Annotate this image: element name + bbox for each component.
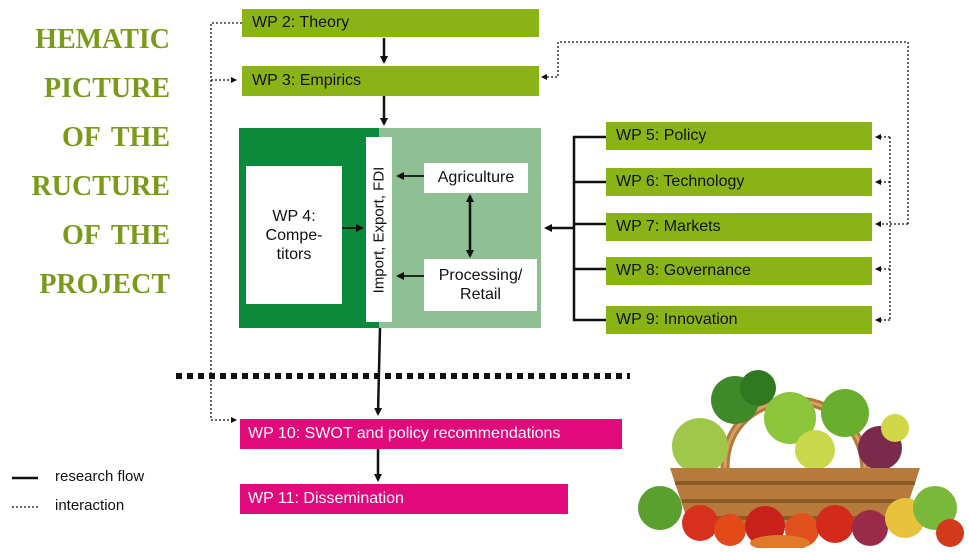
bracket-wp5-wp9: [572, 135, 606, 322]
wp8-box: WP 8: Governance: [606, 257, 872, 285]
agriculture-label: Agriculture: [437, 169, 515, 186]
wp7-label: WP 7: Markets: [616, 218, 721, 235]
wp2-box: WP 2: Theory: [242, 9, 539, 37]
wp3-box: WP 3: Empirics: [242, 66, 539, 96]
wp10-box: WP 10: SWOT and policy recommendations: [240, 419, 622, 449]
wp9-label: WP 9: Innovation: [616, 311, 738, 328]
wp6-box: WP 6: Technology: [606, 168, 872, 196]
wp11-box: WP 11: Dissemination: [240, 484, 568, 514]
vegetable-basket-image: [638, 370, 964, 548]
title-line: ructure: [31, 159, 170, 204]
flow-arrow-structure-wp10: [374, 327, 383, 416]
wp9-box: WP 9: Innovation: [606, 306, 872, 334]
interaction-line-wp2-wp10: [210, 22, 242, 423]
legend-research-flow: research flow: [55, 468, 145, 485]
wp8-label: WP 8: Governance: [616, 262, 751, 279]
title-line: of the: [61, 110, 170, 155]
processing-box: Processing/ Retail: [424, 259, 537, 311]
title-line: picture: [43, 61, 170, 106]
title-line: hematic: [35, 12, 170, 57]
wp5-label: WP 5: Policy: [616, 127, 707, 144]
diagram-title: hematic picture of the ructure of the pr…: [0, 10, 170, 304]
wp11-label: WP 11: Dissemination: [248, 490, 404, 507]
agriculture-box: Agriculture: [424, 163, 528, 193]
title-line: of the: [61, 208, 170, 253]
wp2-label: WP 2: Theory: [252, 14, 350, 31]
legend-interaction: interaction: [55, 497, 125, 514]
wp4-label: WP 4: Compe- titors: [265, 207, 323, 263]
wp5-box: WP 5: Policy: [606, 122, 872, 150]
wp7-box: WP 7: Markets: [606, 213, 872, 241]
processing-label: Processing/ Retail: [438, 267, 523, 303]
trade-label: Import, Export, FDI: [370, 166, 388, 293]
wp10-label: WP 10: SWOT and policy recommendations: [248, 425, 561, 442]
interaction-line-wp7-wp3: [541, 41, 909, 224]
wp3-label: WP 3: Empirics: [252, 72, 362, 89]
title-line: project: [39, 257, 170, 302]
wp6-label: WP 6: Technology: [616, 173, 745, 190]
wp4-box: WP 4: Compe- titors: [246, 166, 342, 304]
trade-box: Import, Export, FDI: [366, 137, 392, 322]
